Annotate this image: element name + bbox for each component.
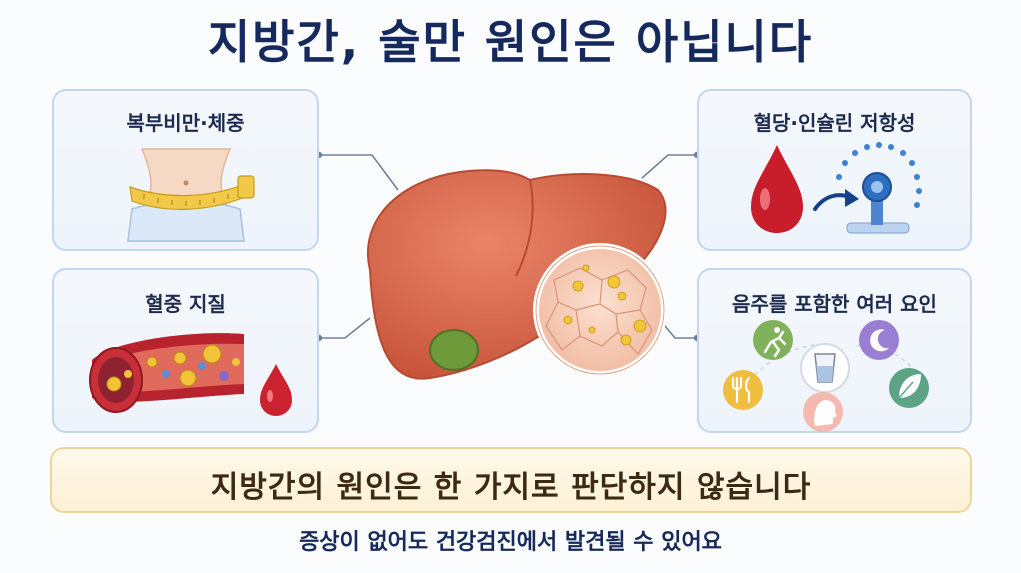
other-factors-panel-title: 음주를 포함한 여러 요인 xyxy=(732,292,937,316)
footer-note: 증상이 없어도 건강검진에서 발견될 수 있어요 xyxy=(299,530,722,555)
sugar-panel: 혈당·인슐린 저항성 xyxy=(697,89,972,251)
page-title: 지방간, 술만 원인은 아닙니다 xyxy=(207,15,814,69)
blood-vessel-fat-icon xyxy=(89,333,292,416)
food-utensils-icon xyxy=(723,370,763,410)
conclusion-banner-text: 지방간의 원인은 한 가지로 판단하지 않습니다 xyxy=(210,470,812,505)
sugar-panel-title: 혈당·인슐린 저항성 xyxy=(753,111,916,135)
blood-drop-insulin-receptor-icon xyxy=(751,142,922,234)
leaf-icon xyxy=(889,368,929,408)
running-icon xyxy=(753,320,793,360)
lipids-panel-title: 혈중 지질 xyxy=(145,292,226,316)
water-glass-icon xyxy=(800,343,850,393)
waist-measuring-tape-icon xyxy=(126,148,255,242)
sleep-moon-icon xyxy=(859,320,899,360)
other-factors-panel: 음주를 포함한 여러 요인 xyxy=(697,268,972,433)
stress-head-icon xyxy=(803,392,843,432)
conclusion-banner: 지방간의 원인은 한 가지로 판단하지 않습니다 xyxy=(50,447,972,513)
fatty-liver-icon xyxy=(367,169,667,380)
belly-panel-title: 복부비만·체중 xyxy=(126,111,245,135)
lipids-panel: 혈중 지질 xyxy=(52,268,319,433)
factor-icons-group xyxy=(723,320,930,432)
belly-panel: 복부비만·체중 xyxy=(52,89,319,251)
